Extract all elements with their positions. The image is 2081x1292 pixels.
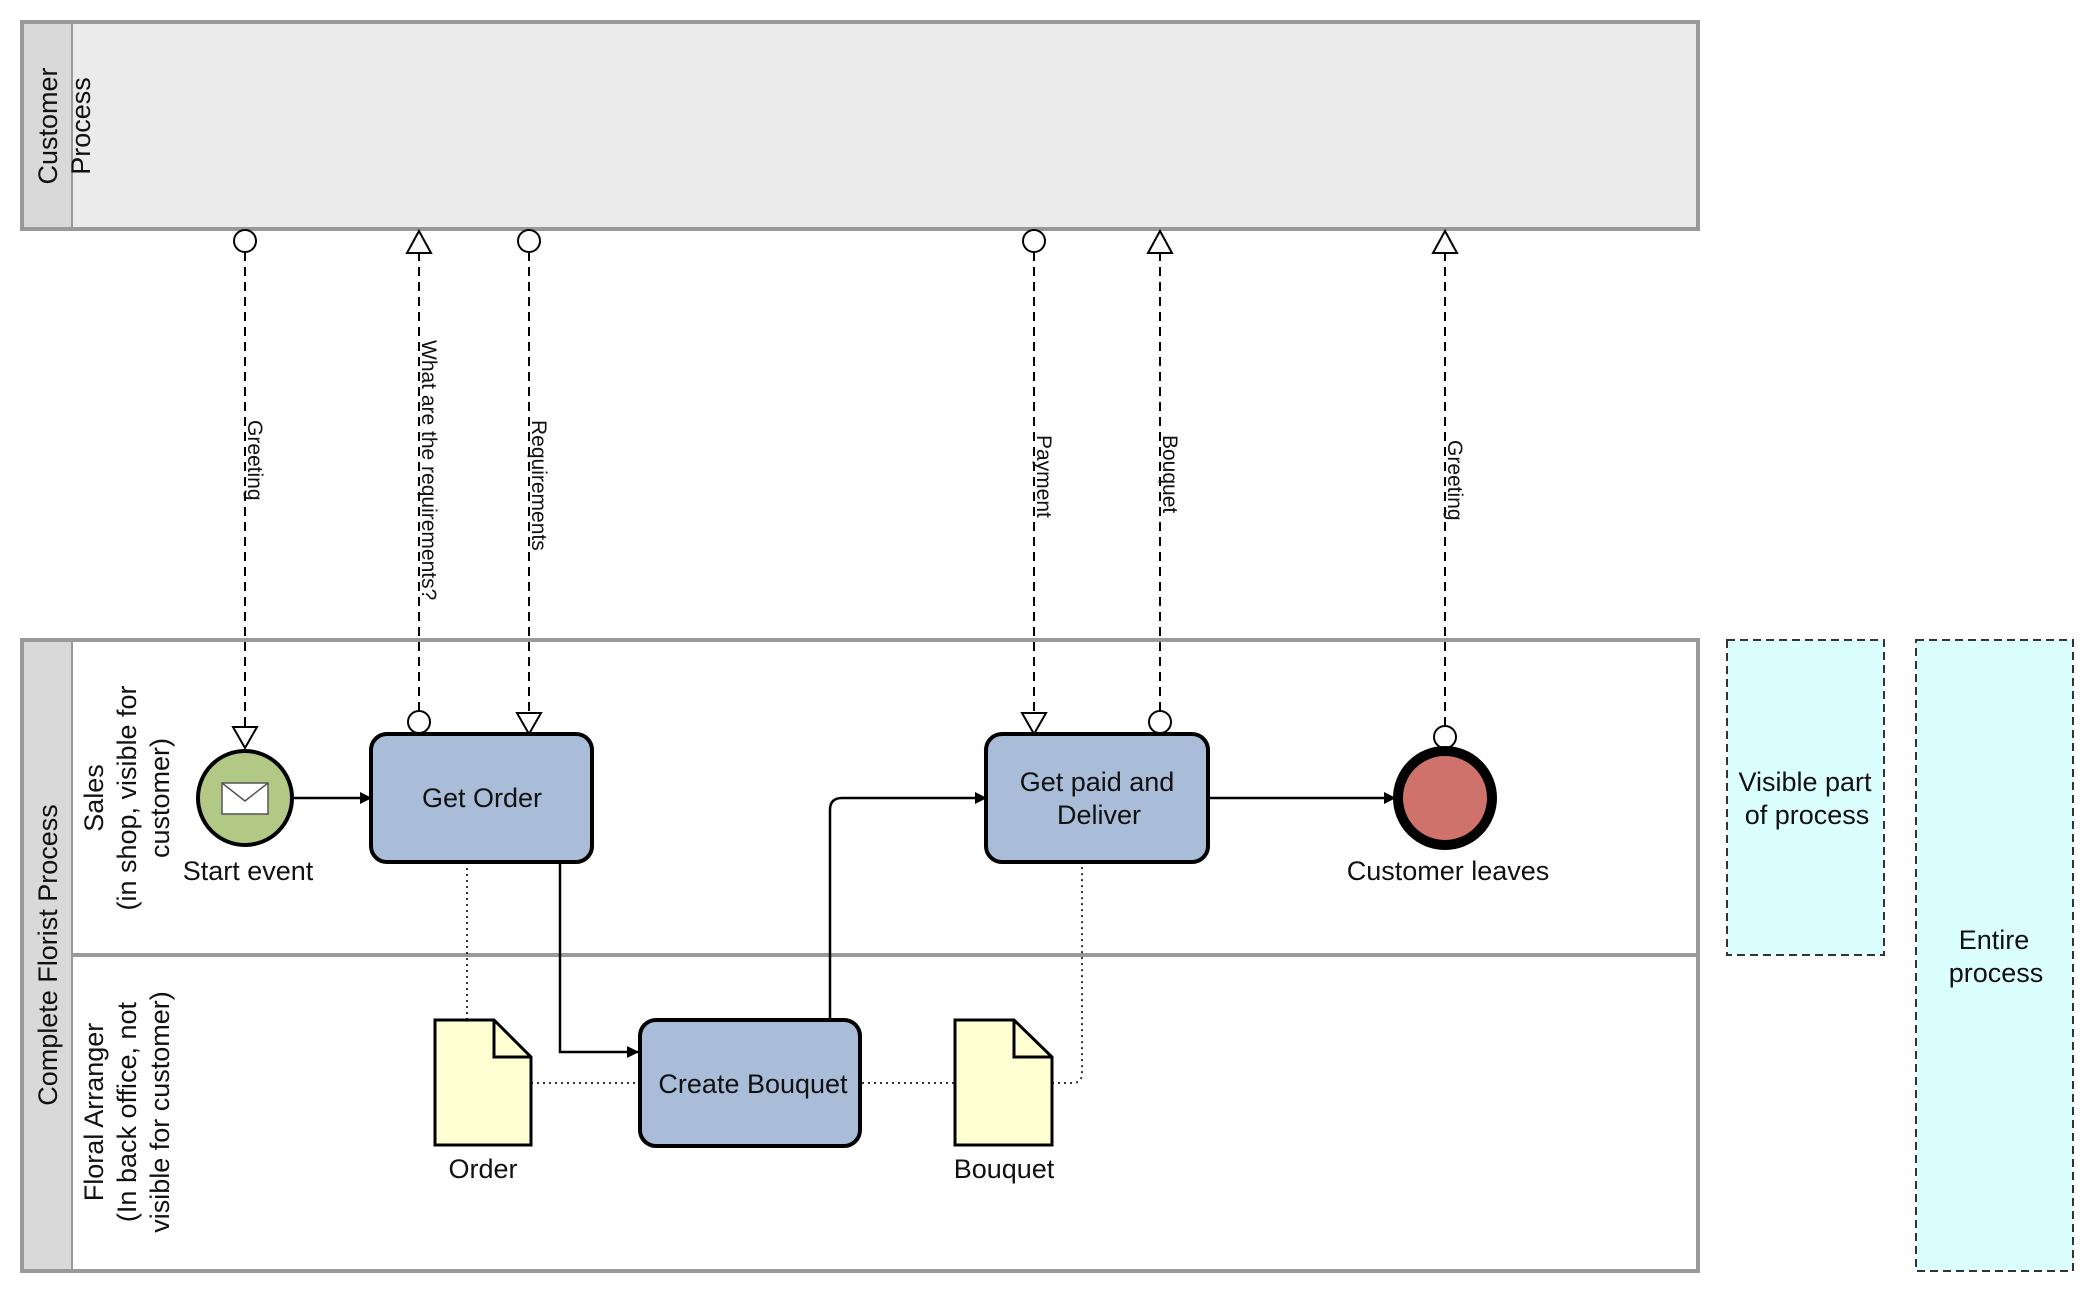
start-event-label: Start event bbox=[183, 856, 314, 886]
message-flow-what-requirements-label: What are the requirements? bbox=[417, 340, 440, 600]
message-flow-bouquet[interactable]: Bouquet bbox=[1146, 228, 1181, 734]
lane-sales[interactable]: Sales (in shop, visible for customer) bbox=[79, 685, 175, 910]
task-create-bouquet-label: Create Bouquet bbox=[658, 1069, 848, 1099]
lane-arranger[interactable]: Floral Arranger (In back office, not vis… bbox=[79, 991, 175, 1233]
association-bouquet-to-get-paid bbox=[1052, 862, 1083, 1084]
end-event-label: Customer leaves bbox=[1347, 856, 1550, 886]
message-flow-greeting-in-label: Greeting bbox=[243, 420, 266, 501]
legend-visible-part-line1: Visible part bbox=[1738, 767, 1872, 797]
task-get-paid-label-line2: Deliver bbox=[1057, 800, 1141, 830]
customer-pool-label-line1: Customer bbox=[33, 67, 63, 184]
message-flow-greeting-out-label: Greeting bbox=[1443, 440, 1466, 521]
data-object-order[interactable]: Order bbox=[433, 1018, 533, 1184]
customer-pool[interactable]: Customer Process bbox=[20, 20, 1700, 231]
sequence-flow-create-bouquet-to-get-paid[interactable] bbox=[828, 792, 987, 1020]
envelope-icon bbox=[221, 782, 269, 815]
task-get-order[interactable]: Get Order bbox=[369, 732, 594, 864]
message-flow-greeting-out[interactable]: Greeting bbox=[1431, 228, 1466, 749]
task-create-bouquet[interactable]: Create Bouquet bbox=[638, 1018, 862, 1148]
customer-pool-label-line2: Process bbox=[66, 77, 96, 175]
end-event[interactable]: Customer leaves bbox=[1347, 746, 1550, 886]
start-event[interactable]: Start event bbox=[183, 749, 314, 886]
legend-entire-process[interactable]: Entire process bbox=[1915, 639, 2074, 1272]
message-flow-payment[interactable]: Payment bbox=[1020, 229, 1055, 737]
message-flow-bouquet-label: Bouquet bbox=[1158, 435, 1181, 513]
legend-entire-process-line1: Entire bbox=[1959, 925, 2030, 955]
legend-visible-part-line2: of process bbox=[1745, 800, 1870, 830]
lane-sales-label-line3: customer) bbox=[145, 738, 175, 858]
task-get-order-label: Get Order bbox=[422, 783, 542, 813]
legend-visible-part[interactable]: Visible part of process bbox=[1726, 639, 1885, 956]
data-object-bouquet[interactable]: Bouquet bbox=[953, 1018, 1055, 1184]
florist-pool-label: Complete Florist Process bbox=[33, 804, 63, 1106]
message-flow-greeting-in[interactable]: Greeting bbox=[231, 229, 266, 751]
lane-sales-label-line1: Sales bbox=[79, 764, 109, 832]
sequence-flow-get-order-to-create-bouquet[interactable] bbox=[558, 862, 639, 1058]
data-object-order-label: Order bbox=[448, 1154, 517, 1184]
message-flow-payment-label: Payment bbox=[1032, 435, 1055, 518]
data-object-bouquet-label: Bouquet bbox=[954, 1154, 1055, 1184]
lane-arranger-label-line1: Floral Arranger bbox=[79, 1023, 109, 1202]
legend-entire-process-line2: process bbox=[1949, 958, 2044, 988]
lane-sales-label-line2: (in shop, visible for bbox=[112, 685, 142, 910]
task-get-paid-label-line1: Get paid and bbox=[1020, 767, 1175, 797]
task-get-paid-and-deliver[interactable]: Get paid and Deliver bbox=[984, 732, 1210, 864]
message-flow-requirements[interactable]: Requirements bbox=[515, 229, 550, 737]
message-flow-what-requirements[interactable]: What are the requirements? bbox=[405, 228, 440, 734]
lane-arranger-label-line2: (In back office, not bbox=[112, 1001, 142, 1222]
lane-arranger-label-line3: visible for customer) bbox=[145, 991, 175, 1233]
message-flow-requirements-label: Requirements bbox=[527, 420, 550, 551]
